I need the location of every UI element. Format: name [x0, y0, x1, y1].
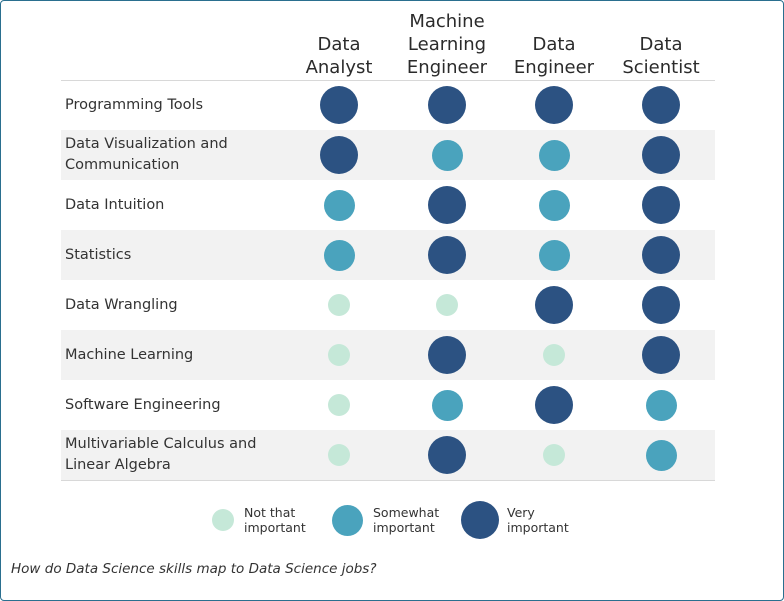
- importance-dot: [538, 189, 570, 221]
- importance-dot: [535, 86, 573, 124]
- importance-dot: [431, 139, 463, 171]
- importance-dot: [320, 136, 358, 174]
- importance-dot: [538, 139, 570, 171]
- figure-caption: How do Data Science skills map to Data S…: [11, 561, 377, 577]
- importance-dot: [428, 436, 466, 474]
- legend-dot: [331, 504, 363, 536]
- legend-label: Not that important: [244, 505, 306, 535]
- bottom-rule: [61, 480, 715, 481]
- importance-dot: [543, 344, 565, 366]
- importance-dot: [428, 236, 466, 274]
- importance-dot: [543, 444, 565, 466]
- column-header: Machine Learning Engineer: [406, 11, 488, 78]
- row-label: Statistics: [65, 246, 132, 263]
- importance-dot: [436, 294, 458, 316]
- importance-dot: [642, 286, 680, 324]
- importance-dot: [328, 394, 350, 416]
- importance-dot: [431, 389, 463, 421]
- importance-dot: [642, 186, 680, 224]
- importance-dot: [535, 286, 573, 324]
- row-label: Programming Tools: [65, 96, 204, 113]
- importance-dot: [320, 86, 358, 124]
- column-header: Data Analyst: [305, 34, 373, 78]
- importance-dot: [642, 236, 680, 274]
- importance-dot: [328, 294, 350, 316]
- importance-dot: [645, 389, 677, 421]
- row-label: Machine Learning: [65, 346, 194, 363]
- table-row: [61, 230, 715, 280]
- row-label: Data Intuition: [65, 196, 165, 213]
- row-label: Software Engineering: [65, 396, 221, 413]
- importance-dot: [323, 189, 355, 221]
- row-label: Data Visualization and Communication: [65, 136, 228, 173]
- legend-dot: [461, 501, 499, 539]
- legend-dot: [212, 509, 234, 531]
- importance-dot: [328, 344, 350, 366]
- table-row: [61, 430, 715, 480]
- importance-dot: [428, 336, 466, 374]
- importance-dot: [642, 136, 680, 174]
- table-row: [61, 130, 715, 180]
- column-header: Data Engineer: [513, 34, 595, 78]
- importance-dot: [428, 186, 466, 224]
- importance-dot: [642, 86, 680, 124]
- importance-dot: [642, 336, 680, 374]
- importance-dot: [323, 239, 355, 271]
- importance-dot: [538, 239, 570, 271]
- column-header: Data Scientist: [622, 34, 700, 78]
- importance-dot: [535, 386, 573, 424]
- legend-label: Very important: [507, 505, 569, 535]
- legend-label: Somewhat important: [373, 505, 440, 535]
- row-label: Multivariable Calculus and Linear Algebr…: [65, 436, 257, 473]
- row-label: Data Wrangling: [65, 296, 178, 313]
- table-row: [61, 330, 715, 380]
- importance-dot: [428, 86, 466, 124]
- importance-dot: [328, 444, 350, 466]
- importance-dot: [645, 439, 677, 471]
- header-rule: [61, 80, 715, 81]
